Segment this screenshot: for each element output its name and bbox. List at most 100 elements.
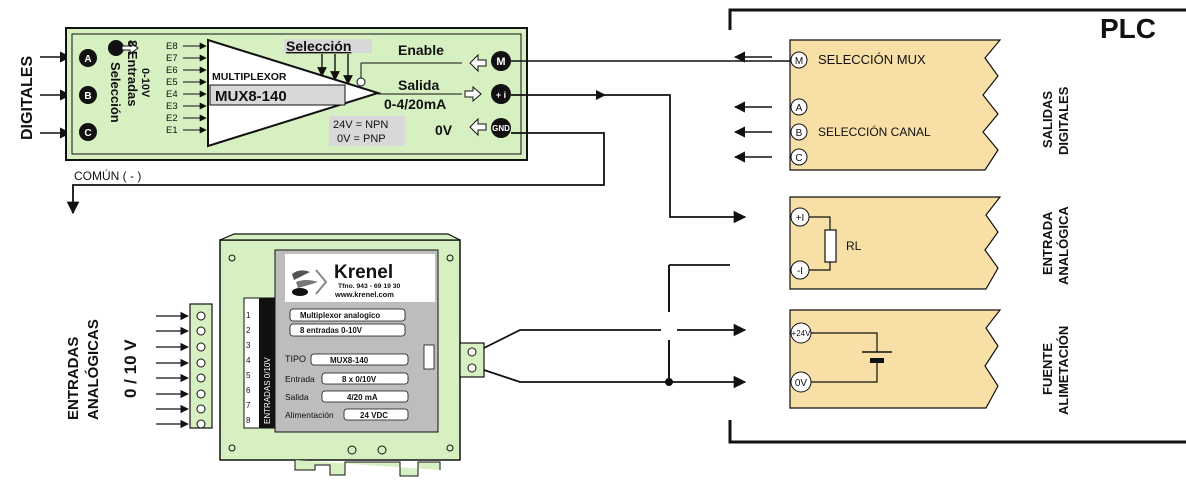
brand-phone: Tfno. 943 - 69 19 30	[338, 283, 401, 290]
analog-input-arrows	[156, 311, 189, 429]
zero-v-label: 0V	[435, 122, 453, 138]
alimentacion-label: ALIMETACIÓN	[1056, 326, 1071, 415]
entradas-analogicas-line1: ENTRADAS	[65, 337, 82, 420]
fuente-label: FUENTE	[1040, 343, 1055, 395]
plc-24v-terminal: +24V	[790, 322, 812, 344]
salidas-label: SALIDAS	[1040, 91, 1055, 148]
input-c-terminal: C	[79, 123, 97, 141]
krenel-logo-icon	[292, 269, 328, 296]
svg-text:E4: E4	[166, 89, 178, 100]
plc-digital-block: M SELECCIÓN MUX A B SELECCIÓN CANAL C	[789, 39, 1002, 171]
model-label: MUX8-140	[215, 88, 287, 105]
plc-0v-terminal: 0V	[790, 371, 812, 393]
sel-mux-label: SELECCIÓN MUX	[818, 52, 926, 67]
mux-module: A B C Selección 8 Entradas 0-10V E8 E7 E…	[65, 27, 528, 161]
plc-analog-block: RL +I -I	[789, 196, 1002, 290]
salida-label: Salida	[398, 77, 439, 93]
seleccion-arrows	[317, 54, 353, 85]
salida-label-dev: Salida	[285, 392, 309, 402]
strip-numbers: 8 7 6 5 4 3 2 1	[246, 311, 251, 425]
svg-text:E3: E3	[166, 101, 178, 112]
alim-value: 24 VDC	[360, 411, 388, 420]
svg-text:+ i: + i	[496, 90, 506, 100]
svg-text:7: 7	[246, 401, 251, 410]
rl-label: RL	[846, 239, 862, 253]
plc-frame: PLC	[728, 8, 1186, 444]
term-m: M	[491, 51, 511, 71]
svg-text:B: B	[796, 128, 803, 139]
plc-c-terminal: C	[790, 148, 808, 166]
svg-text:8: 8	[246, 416, 251, 425]
svg-text:C: C	[795, 153, 802, 164]
entradas-analogicas-range: 0 / 10 V	[121, 339, 140, 398]
pnp-label: 0V = PNP	[337, 133, 386, 145]
desc-line2: 8 entradas 0-10V	[300, 326, 363, 335]
enable-dot-icon	[108, 40, 124, 56]
plc-b-terminal: B	[790, 123, 808, 141]
entrada-label-dev: Entrada	[285, 374, 315, 384]
npn-label: 24V = NPN	[333, 119, 388, 131]
svg-text:1: 1	[246, 311, 251, 320]
svg-text:6: 6	[246, 386, 251, 395]
svg-text:0V: 0V	[795, 378, 808, 389]
plc-minus-i-terminal: -I	[790, 260, 810, 280]
svg-text:+24V: +24V	[792, 329, 812, 338]
svg-text:E8: E8	[166, 41, 178, 52]
svg-text:C: C	[84, 128, 91, 139]
plus-i-wire	[511, 94, 747, 224]
term-plus-i: + i	[491, 84, 511, 104]
left-screw-terminals	[196, 311, 206, 429]
svg-text:2: 2	[246, 326, 251, 335]
entrada-value: 8 x 0/10V	[342, 375, 377, 384]
salida-value: 4/20 mA	[347, 393, 378, 402]
analogica-label: ANALÓGICA	[1056, 206, 1071, 285]
seleccion-label: Selección	[286, 38, 351, 54]
svg-text:E2: E2	[166, 113, 178, 124]
svg-text:+I: +I	[796, 213, 805, 224]
svg-text:E6: E6	[166, 65, 178, 76]
digitales-label: DIGITALES	[19, 56, 36, 140]
plc-a-terminal: A	[790, 98, 808, 116]
svg-text:A: A	[796, 103, 803, 114]
plc-output-arrows	[733, 51, 772, 163]
entradas-count-label: 8 Entradas	[125, 40, 140, 106]
input-b-terminal: B	[79, 86, 97, 104]
brand-name: Krenel	[334, 262, 393, 283]
svg-text:E1: E1	[166, 125, 178, 136]
multiplexor-label: MULTIPLEXOR	[212, 71, 287, 83]
alim-label: Alimentación	[285, 410, 334, 420]
salida-range-label: 0-4/20mA	[384, 96, 446, 112]
din-module: ENTRADAS 0/10V 8 7 6 5 4 3 2 1 Krenel Tf…	[189, 233, 485, 477]
svg-text:E5: E5	[166, 77, 178, 88]
junction-dot	[665, 378, 673, 386]
svg-text:M: M	[496, 56, 505, 68]
plc-plus-i-terminal: +I	[790, 207, 810, 227]
plc-m-terminal: M	[790, 51, 808, 69]
svg-text:5: 5	[246, 371, 251, 380]
term-gnd: GND	[491, 118, 511, 138]
entradas-analogicas-line2: ANALÓGICAS	[84, 319, 102, 420]
seleccion-vertical-label: Selección	[108, 62, 123, 123]
entrada-label: ENTRADA	[1040, 211, 1055, 275]
sel-canal-label: SELECCIÓN CANAL	[818, 124, 931, 139]
svg-text:M: M	[795, 56, 803, 67]
svg-text:E7: E7	[166, 53, 178, 64]
svg-text:4: 4	[246, 356, 251, 365]
svg-text:B: B	[84, 91, 91, 102]
comun-wire	[66, 132, 605, 215]
enable-label: Enable	[398, 42, 444, 58]
svg-text:-I: -I	[797, 266, 803, 277]
svg-text:3: 3	[246, 341, 251, 350]
channel-arrows	[183, 42, 207, 134]
plc-power-block: +24V 0V	[789, 309, 1002, 409]
digitales-plc-label: DIGITALES	[1056, 86, 1071, 155]
brand-web: www.krenel.com	[334, 290, 394, 299]
desc-line1: Multiplexor analogico	[300, 311, 380, 320]
input-a-terminal: A	[79, 49, 97, 67]
tipo-value: MUX8-140	[330, 356, 369, 365]
strip-label: ENTRADAS 0/10V	[263, 357, 272, 424]
svg-text:GND: GND	[492, 124, 510, 133]
channel-labels: E8 E7 E6 E5 E4 E3 E2 E1	[166, 41, 178, 136]
plc-title: PLC	[1100, 13, 1156, 44]
